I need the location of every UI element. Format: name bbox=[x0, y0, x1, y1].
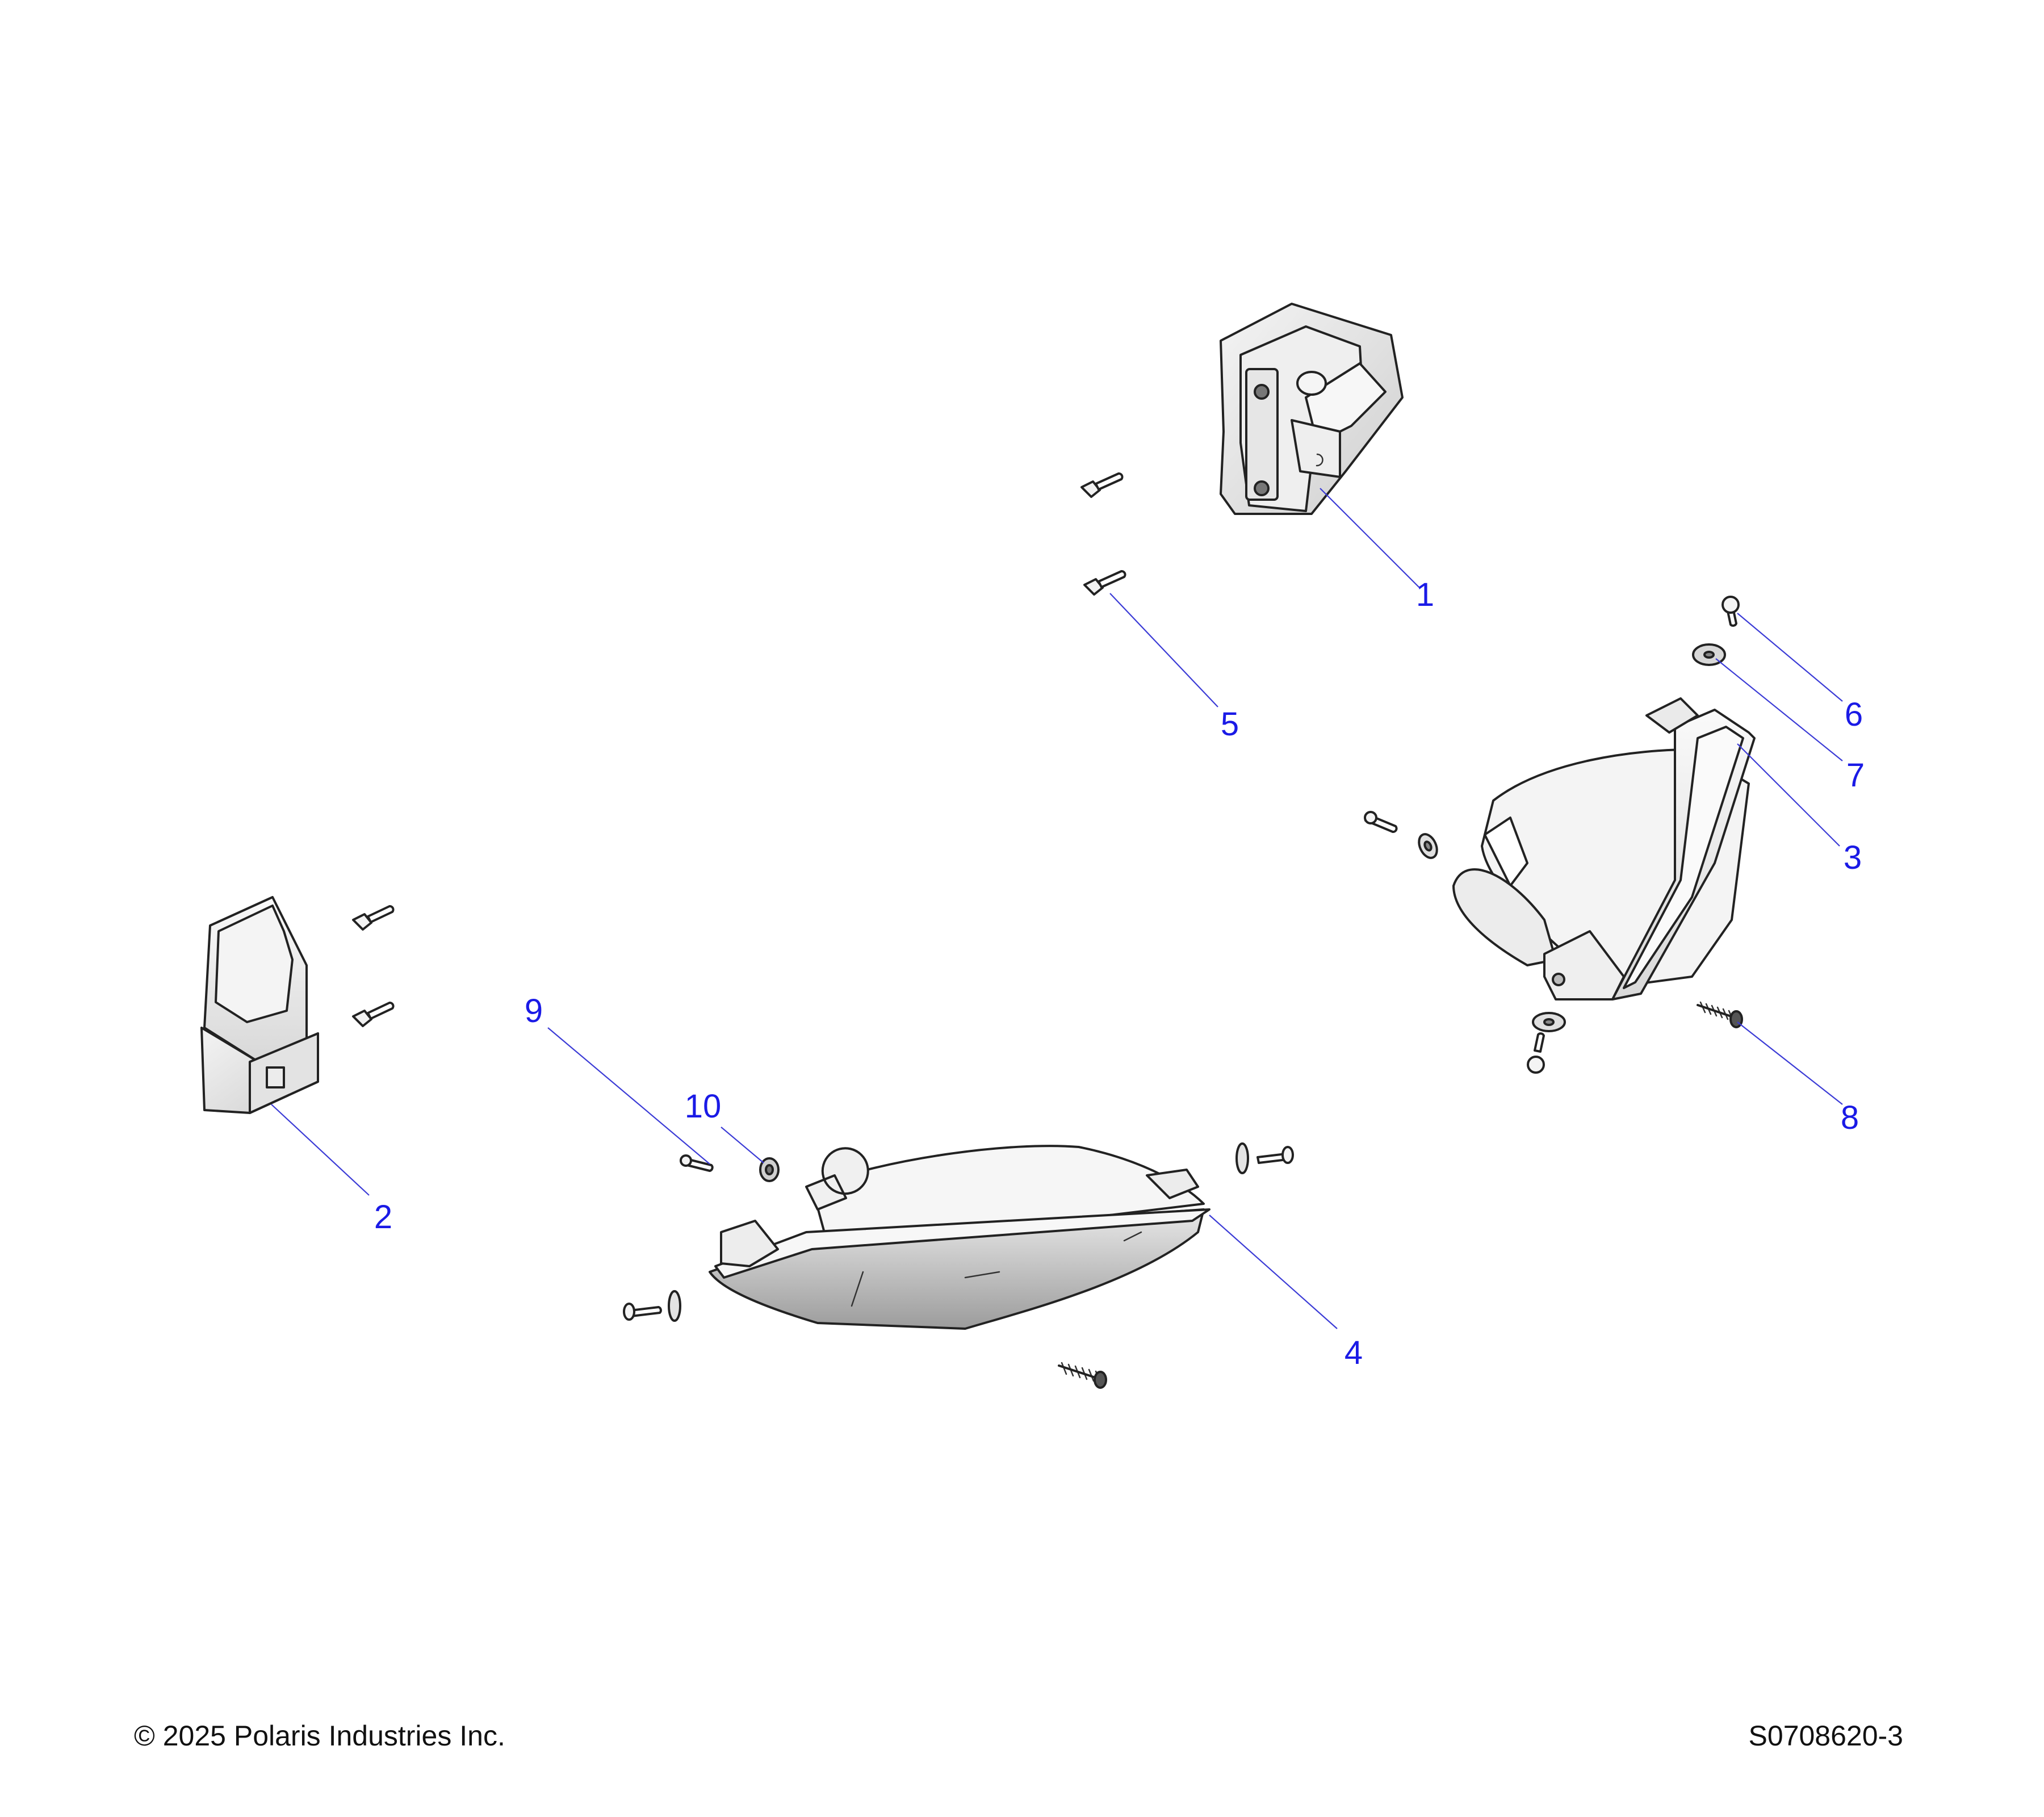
callout-8: 8 bbox=[1841, 1099, 1859, 1136]
screw-right-of-part-4 bbox=[1256, 1146, 1294, 1164]
leader-4 bbox=[1209, 1215, 1338, 1329]
bolt-upper-part-2 bbox=[352, 905, 395, 931]
callout-1: 1 bbox=[1416, 576, 1434, 613]
leader-1 bbox=[1320, 488, 1420, 588]
part-4-lower-headlight bbox=[709, 1145, 1211, 1330]
part-2-side-cover bbox=[200, 896, 319, 1114]
leader-6 bbox=[1737, 613, 1843, 702]
callout-2: 2 bbox=[374, 1199, 392, 1236]
screw-left-of-part-3 bbox=[1364, 811, 1398, 833]
bolt-lower-part-2 bbox=[352, 1002, 395, 1027]
bolt-upper-left-of-part-1 bbox=[1080, 472, 1124, 498]
leader-7 bbox=[1715, 658, 1843, 761]
spring-below-part-4 bbox=[1058, 1362, 1107, 1389]
spring-part-8 bbox=[1697, 1001, 1743, 1028]
callout-10: 10 bbox=[685, 1088, 722, 1125]
document-id: S0708620-3 bbox=[1748, 1720, 1903, 1752]
leader-3 bbox=[1737, 743, 1840, 847]
leader-5 bbox=[1109, 593, 1218, 707]
part-3-right-headlight bbox=[1452, 697, 1756, 1000]
callout-6: 6 bbox=[1845, 696, 1863, 733]
washer-right-of-part-4 bbox=[1235, 1142, 1249, 1174]
screw-below-part-3 bbox=[1527, 1032, 1545, 1074]
washer-left-of-part-4 bbox=[668, 1290, 681, 1322]
washer-part-10 bbox=[759, 1157, 780, 1182]
leader-10 bbox=[721, 1127, 764, 1163]
screw-left-of-part-4 bbox=[623, 1303, 662, 1321]
callout-7: 7 bbox=[1846, 757, 1865, 794]
callout-labels: 1 2 3 4 5 6 7 8 9 10 bbox=[374, 576, 1865, 1371]
bolt-part-5 bbox=[1083, 570, 1126, 596]
leader-8 bbox=[1737, 1021, 1843, 1105]
callout-5: 5 bbox=[1221, 706, 1239, 743]
washer-below-part-3 bbox=[1532, 1012, 1566, 1032]
copyright-notice: © 2025 Polaris Industries Inc. bbox=[134, 1720, 505, 1752]
screw-part-9 bbox=[680, 1154, 714, 1172]
leader-2 bbox=[271, 1104, 370, 1196]
part-1-light-housing bbox=[1220, 303, 1404, 515]
leader-9 bbox=[547, 1027, 710, 1165]
callout-9: 9 bbox=[525, 993, 543, 1029]
callout-3: 3 bbox=[1844, 839, 1862, 876]
washer-left-of-part-3 bbox=[1418, 833, 1438, 859]
screw-part-6 bbox=[1722, 596, 1740, 627]
callout-4: 4 bbox=[1344, 1334, 1363, 1371]
leader-lines bbox=[271, 488, 1843, 1329]
